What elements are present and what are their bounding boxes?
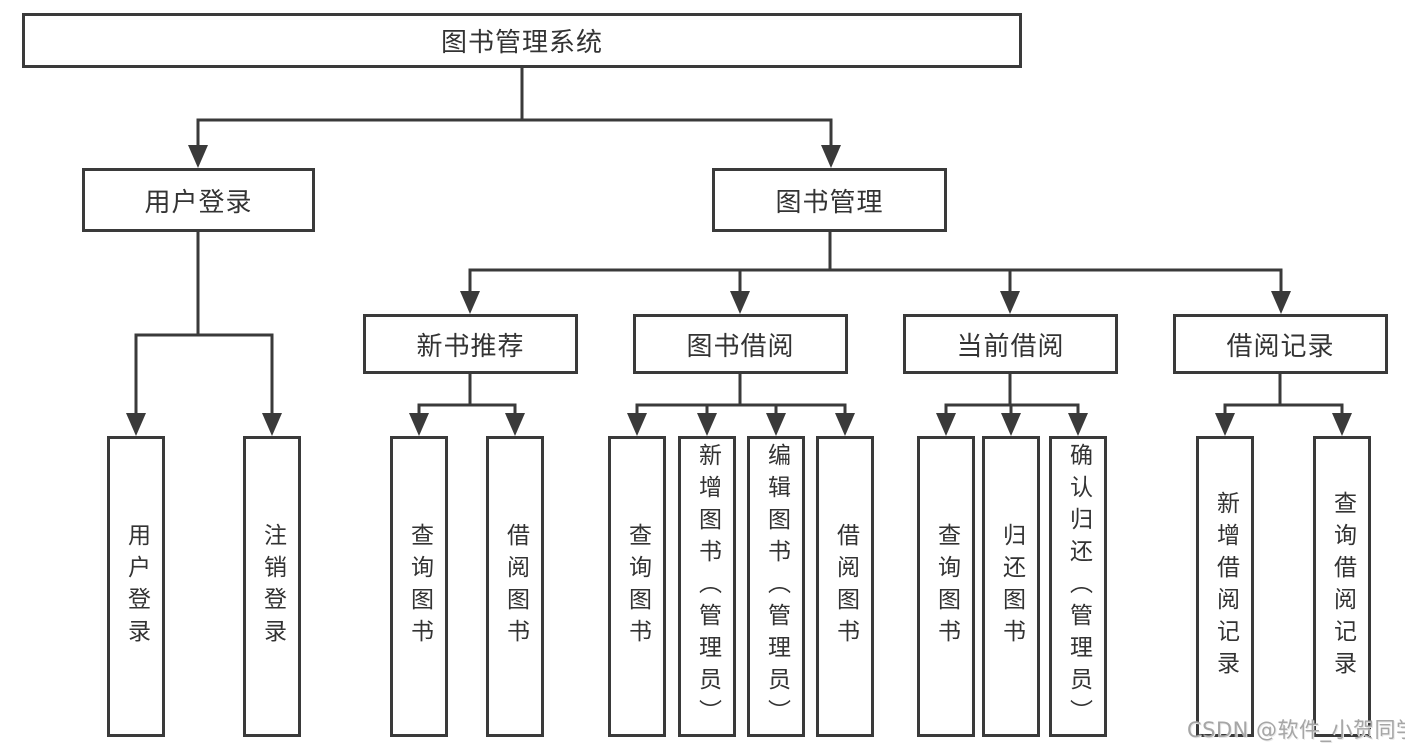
arrowhead-group: [126, 145, 1352, 436]
node-book-management-label: 图书管理: [775, 187, 884, 218]
leaf-add-books-admin: 新增图书（管理员）: [678, 436, 736, 737]
leaf-user-login-label: 用户登录: [123, 522, 150, 651]
leaf-add-borrow-record-label: 新增借阅记录: [1212, 490, 1239, 683]
leaf-edit-books-admin-label: 编辑图书（管理员）: [763, 442, 790, 731]
node-new-book-recommendation-label: 新书推荐: [416, 331, 525, 362]
leaf-query-borrow-record-label: 查询借阅记录: [1329, 490, 1356, 683]
leaf-newbooks-borrow-books-label: 借阅图书: [502, 522, 529, 651]
node-borrowing-records: 借阅记录: [1173, 314, 1388, 374]
leaf-current-query-books-label: 查询图书: [933, 522, 960, 651]
leaf-add-books-admin-label: 新增图书（管理员）: [694, 442, 721, 731]
node-current-borrowing-label: 当前借阅: [956, 331, 1065, 362]
node-borrowing-records-label: 借阅记录: [1226, 331, 1335, 362]
leaf-newbooks-borrow-books: 借阅图书: [486, 436, 544, 737]
node-book-borrowing-label: 图书借阅: [686, 331, 795, 362]
leaf-borrowing-query-books: 查询图书: [608, 436, 666, 737]
leaf-query-borrow-record: 查询借阅记录: [1313, 436, 1371, 737]
leaf-newbooks-query-books-label: 查询图书: [406, 522, 433, 651]
leaf-return-books: 归还图书: [982, 436, 1040, 737]
leaf-confirm-return-admin: 确认归还（管理员）: [1049, 436, 1107, 737]
leaf-edit-books-admin: 编辑图书（管理员）: [747, 436, 805, 737]
node-current-borrowing: 当前借阅: [903, 314, 1118, 374]
leaf-newbooks-query-books: 查询图书: [390, 436, 448, 737]
leaf-user-login: 用户登录: [107, 436, 165, 737]
leaf-borrowing-query-books-label: 查询图书: [624, 522, 651, 651]
leaf-confirm-return-admin-label: 确认归还（管理员）: [1065, 442, 1092, 731]
csdn-watermark: CSDN @软件_小贺同学: [1187, 718, 1405, 742]
node-user-login-label: 用户登录: [144, 187, 253, 218]
leaf-logout-label: 注销登录: [259, 522, 286, 651]
leaf-return-books-label: 归还图书: [998, 522, 1025, 651]
node-book-borrowing: 图书借阅: [633, 314, 848, 374]
leaf-current-query-books: 查询图书: [917, 436, 975, 737]
leaf-add-borrow-record: 新增借阅记录: [1196, 436, 1254, 737]
leaf-borrowing-borrow-books-label: 借阅图书: [832, 522, 859, 651]
node-user-login: 用户登录: [82, 168, 315, 232]
leaf-logout: 注销登录: [243, 436, 301, 737]
node-new-book-recommendation: 新书推荐: [363, 314, 578, 374]
node-book-management-system: 图书管理系统: [22, 13, 1022, 68]
leaf-borrowing-borrow-books: 借阅图书: [816, 436, 874, 737]
node-book-management: 图书管理: [712, 168, 947, 232]
node-book-management-system-label: 图书管理系统: [440, 28, 603, 58]
